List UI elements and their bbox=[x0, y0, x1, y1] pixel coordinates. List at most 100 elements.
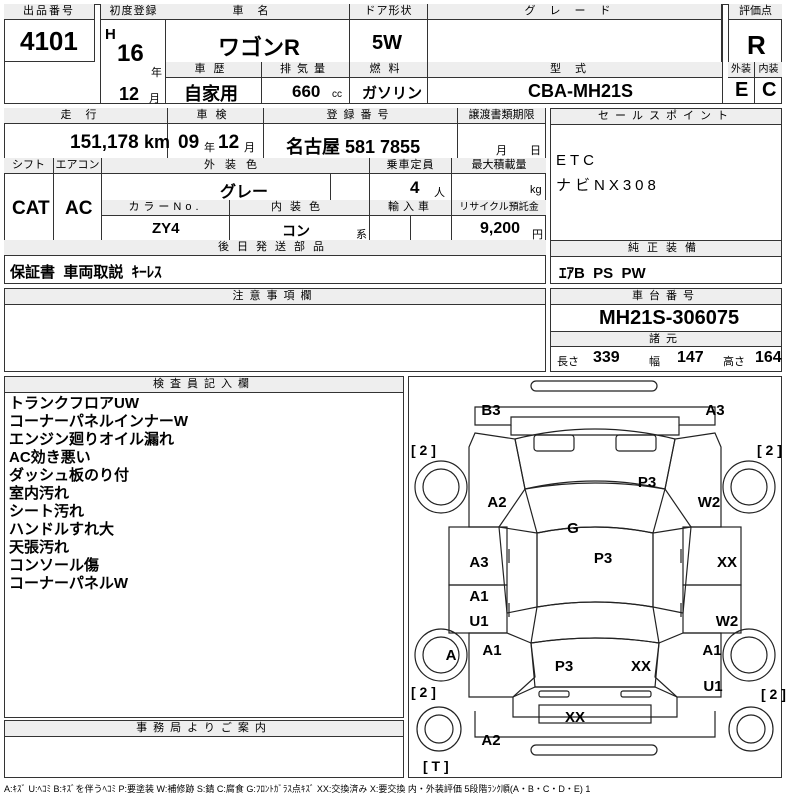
score-cell: 評価点 R bbox=[728, 4, 782, 62]
remark-line: AC効き悪い bbox=[9, 449, 91, 466]
shift-label: シフト bbox=[4, 158, 53, 174]
ext-color-cell: 外装色 グレー bbox=[102, 158, 370, 201]
height-label: 高さ bbox=[723, 356, 745, 368]
max-load-cell: 最大積載量 kg bbox=[452, 158, 546, 200]
history-label: 車歴 bbox=[166, 62, 261, 78]
office-box: 事務局よりご案内 bbox=[4, 720, 404, 778]
sales-points-label: セールスポイント bbox=[551, 109, 781, 125]
first-reg-era: H bbox=[105, 26, 116, 43]
color-no-label: カラーNo. bbox=[102, 200, 229, 216]
remark-line: 室内汚れ bbox=[9, 485, 70, 502]
equipment-value: ｴｱB PS PW bbox=[559, 265, 646, 282]
remark-line: トランクフロアUW bbox=[9, 395, 139, 412]
bracket-rear-left: [ 2 ] bbox=[411, 684, 436, 700]
registration-value: 名古屋 581 7855 bbox=[286, 137, 421, 157]
displacement-value: 660 bbox=[292, 82, 321, 101]
door-type: 5W bbox=[372, 32, 402, 54]
chassis-label: 車台番号 bbox=[551, 289, 781, 305]
score-label: 評価点 bbox=[729, 4, 782, 20]
remark-line: 天張汚れ bbox=[9, 539, 70, 556]
mileage-unit: km bbox=[144, 132, 171, 152]
lot-cell: 出品番号 4101 bbox=[4, 4, 95, 62]
width-label: 幅 bbox=[649, 356, 660, 368]
car-name: ワゴンR bbox=[218, 35, 300, 60]
remark-line: コンソール傷 bbox=[9, 557, 100, 574]
later-parts-label: 後日発送部品 bbox=[4, 240, 546, 256]
mark-a3: A3 bbox=[705, 402, 724, 419]
remark-line: コーナーパネルインナーW bbox=[9, 413, 189, 430]
length-label: 長さ bbox=[557, 356, 579, 368]
sales-point-2: ナビNX308 bbox=[556, 177, 660, 194]
int-color-unit: 系 bbox=[356, 229, 367, 241]
length-value: 339 bbox=[593, 349, 620, 366]
recycle-unit: 円 bbox=[532, 229, 543, 241]
interior-grade: C bbox=[762, 79, 777, 101]
door-label: ドア形状 bbox=[350, 4, 427, 20]
recycle-value: 9,200 bbox=[480, 220, 521, 237]
mark-w2-right-rear: W2 bbox=[716, 613, 739, 630]
fuel-cell: 燃料 ガソリン bbox=[350, 62, 428, 104]
mileage-cell: 走行 151,178 km bbox=[4, 108, 171, 158]
inspector-label: 検査員記入欄 bbox=[5, 377, 403, 393]
mark-a2-left: A2 bbox=[487, 494, 506, 511]
transfer-cell: 譲渡書類期限 月 日 bbox=[458, 108, 546, 158]
transfer-day-unit: 日 bbox=[530, 145, 541, 157]
first-reg-year-unit: 年 bbox=[151, 67, 162, 79]
int-color-value: コン bbox=[282, 223, 310, 239]
transfer-label: 譲渡書類期限 bbox=[458, 108, 545, 124]
mark-p3-hood: P3 bbox=[638, 474, 656, 491]
int-color-label: 内装色 bbox=[230, 200, 369, 216]
inspection-year: 09 bbox=[178, 132, 200, 153]
int-color-cell: 内装色 コン 系 bbox=[230, 200, 370, 241]
remark-line: ハンドルすれ大 bbox=[9, 521, 115, 538]
chassis-box: 車台番号 MH21S-306075 諸元 長さ 339 幅 147 高さ 164 bbox=[550, 288, 782, 372]
shift-cell: シフト CAT bbox=[4, 158, 54, 240]
inspector-box: 検査員記入欄 トランクフロアUW コーナーパネルインナーW エンジン廻りオイル漏… bbox=[4, 376, 404, 718]
inspection-label: 車検 bbox=[168, 108, 263, 124]
first-reg-month-unit: 月 bbox=[149, 93, 160, 105]
equipment-label: 純正装備 bbox=[551, 241, 781, 257]
model-cell: 型式 CBA-MH21S bbox=[428, 62, 722, 104]
later-parts-value: 保証書 車両取説 ｷｰﾚｽ bbox=[10, 264, 162, 281]
top-block-gap-line bbox=[722, 4, 723, 104]
exterior-grade-cell: 外装 E bbox=[728, 62, 755, 104]
recycle-label: リサイクル預託金 bbox=[452, 200, 546, 216]
transfer-month-unit: 月 bbox=[496, 145, 507, 157]
bracket-front-left: [ 2 ] bbox=[411, 442, 436, 458]
width-value: 147 bbox=[677, 349, 704, 366]
capacity-label: 乗車定員 bbox=[370, 158, 451, 174]
equipment-box: 純正装備 ｴｱB PS PW bbox=[550, 240, 782, 284]
displacement-cell: 排気量 660 cc bbox=[262, 62, 350, 104]
remark-line: エンジン廻りオイル漏れ bbox=[9, 431, 175, 448]
exterior-grade-label: 外装 bbox=[728, 62, 754, 78]
grade-cell: グレード bbox=[428, 4, 722, 62]
first-reg-cell: 初度登録 H 16 年 12 月 bbox=[100, 4, 166, 105]
office-label: 事務局よりご案内 bbox=[5, 721, 403, 737]
car-diagram: B3 A3 P3 A2 W2 G P3 A3 XX A1 U1 W2 A A1 … bbox=[411, 380, 786, 774]
displacement-label: 排気量 bbox=[262, 62, 349, 78]
max-load-unit: kg bbox=[530, 184, 542, 196]
fuel-value: ガソリン bbox=[362, 85, 423, 102]
inspection-month-unit: 月 bbox=[244, 142, 255, 154]
inspection-month: 12 bbox=[218, 132, 240, 153]
import-cell: 輸入車 bbox=[370, 200, 452, 240]
remark-line: ダッシュ板のり付 bbox=[9, 467, 130, 484]
displacement-unit: cc bbox=[332, 89, 342, 100]
fuel-label: 燃料 bbox=[350, 62, 427, 78]
registration-cell: 登録番号 名古屋 581 7855 bbox=[264, 108, 458, 158]
mark-p3-tailgate: P3 bbox=[555, 658, 573, 675]
damage-diagram-box: B3 A3 P3 A2 W2 G P3 A3 XX A1 U1 W2 A A1 … bbox=[408, 376, 786, 778]
registration-label: 登録番号 bbox=[264, 108, 457, 124]
bracket-rear-right: [ 2 ] bbox=[761, 686, 786, 702]
mark-a1-rear-left: A1 bbox=[482, 642, 501, 659]
car-name-label: 車名 bbox=[166, 4, 349, 20]
exterior-grade: E bbox=[735, 79, 749, 101]
first-reg-month: 12 bbox=[119, 84, 140, 104]
lot-number: 4101 bbox=[20, 26, 78, 56]
color-no-value: ZY4 bbox=[152, 220, 180, 237]
mark-a1-rear-right: A1 bbox=[702, 642, 721, 659]
mileage-label: 走行 bbox=[4, 108, 167, 124]
mark-p3-roof: P3 bbox=[594, 550, 612, 567]
remark-line: コーナーパネルW bbox=[9, 575, 129, 592]
capacity-unit: 人 bbox=[434, 187, 445, 199]
